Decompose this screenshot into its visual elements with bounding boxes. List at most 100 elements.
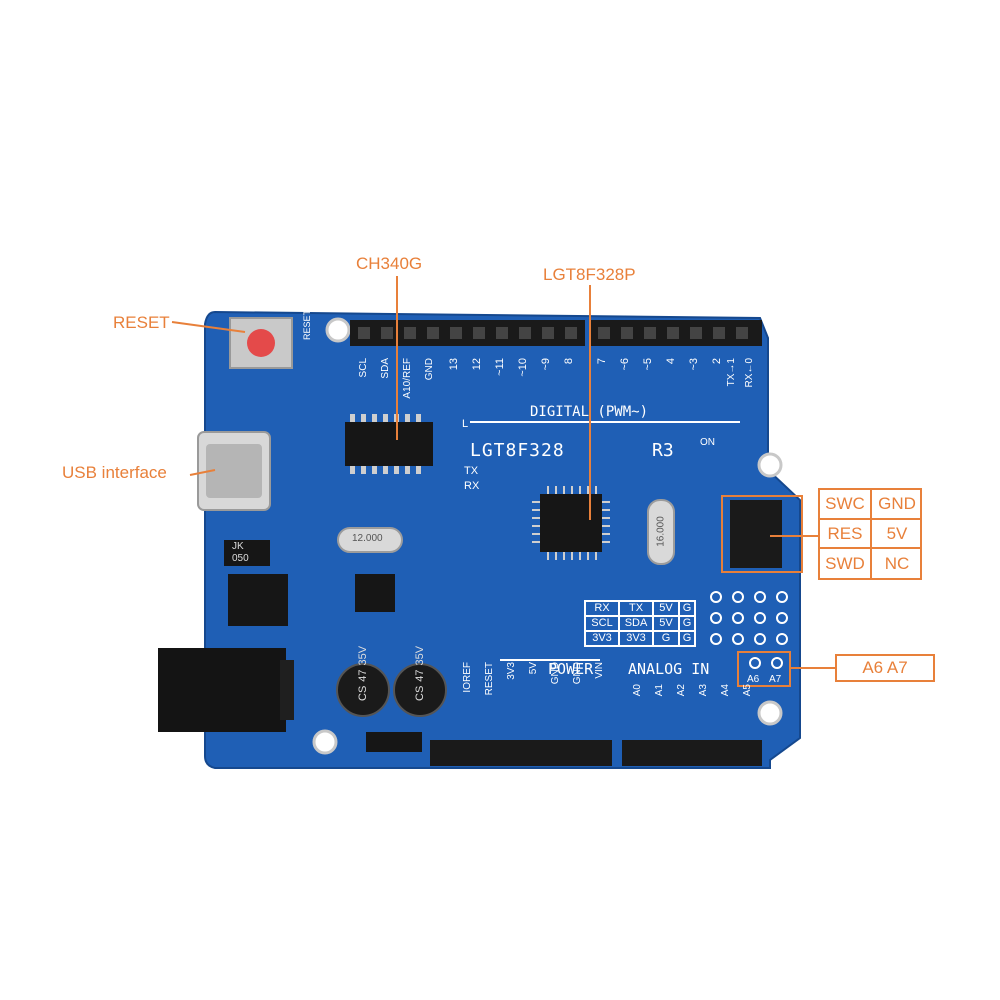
regulator-label-1: JK	[232, 541, 244, 552]
lgt8f328p-chip	[540, 494, 602, 552]
ch340g-callout: CH340G	[356, 254, 423, 273]
pin-label: A10/REF	[402, 358, 413, 399]
table-cell: 3V3	[619, 631, 653, 646]
pin-label: 4	[665, 358, 677, 365]
diode	[366, 732, 422, 752]
table-cell: TX	[619, 601, 653, 616]
pin-label: A3	[698, 684, 709, 697]
pin-label: 7	[596, 358, 608, 365]
analog-pin-labels: A0 A1 A2 A3 A4 A5	[632, 684, 762, 714]
pin-label: ~11	[494, 358, 506, 376]
analog-header	[622, 740, 762, 766]
cap1-line3: 35V	[357, 645, 369, 666]
pin-label: SCL	[358, 358, 369, 378]
pin-label: A4	[720, 684, 731, 697]
table-cell: 5V	[653, 601, 679, 616]
swd-cell: NC	[884, 553, 910, 573]
on-label: ON	[700, 437, 715, 448]
swd-pin-frame	[721, 495, 803, 573]
cap2-line2: 47	[414, 669, 426, 682]
mount-hole	[757, 700, 783, 726]
pin-label: 12	[471, 358, 483, 371]
pin-label: A5	[742, 684, 753, 697]
pin-label: A1	[654, 684, 665, 697]
reset-button-cap	[247, 329, 275, 357]
cap1-label: CS 47 35V	[357, 646, 369, 701]
table-cell: RX	[585, 601, 619, 616]
swd-cell: GND	[872, 490, 922, 520]
table-cell: 3V3	[585, 631, 619, 646]
board-revision-label: R3	[652, 440, 674, 461]
power-label: POWER	[548, 660, 594, 678]
cap2-line3: 35V	[414, 645, 426, 666]
cap1-line2: 47	[357, 669, 369, 682]
table-cell: G	[679, 631, 695, 646]
regulator	[224, 540, 270, 566]
table-cell: G	[653, 631, 679, 646]
swd-header	[730, 500, 782, 568]
pin-label: GND	[572, 662, 583, 685]
pin-label: ~10	[517, 358, 529, 377]
table-cell: G	[679, 601, 695, 616]
a6a7-pin-frame	[737, 651, 791, 687]
capacitor-2	[393, 663, 447, 717]
reset-side-label: RESET	[302, 309, 312, 340]
dc-jack	[158, 648, 286, 732]
pin-label: A0	[632, 684, 643, 697]
pin-label: GND	[550, 662, 561, 685]
pin-label: ~3	[688, 358, 700, 371]
swd-pin-table: SWC GND RES 5V SWD NC	[818, 488, 922, 580]
pin-label: RX←0	[744, 358, 755, 388]
ch340g-chip	[345, 422, 433, 466]
mount-hole	[325, 317, 351, 343]
pin-label: ~9	[540, 358, 552, 371]
analog-label: ANALOG IN	[628, 660, 710, 678]
mosfet-chip	[355, 574, 395, 612]
lgt8f328p-callout: LGT8F328P	[543, 265, 636, 284]
table-cell: G	[679, 616, 695, 631]
pin-grid	[710, 591, 788, 669]
pin-label: SDA	[380, 358, 391, 379]
pin-label: ~5	[642, 358, 654, 371]
a6a7-callout: A6 A7	[835, 654, 935, 682]
pin-label: TX→1	[726, 358, 737, 387]
pin-label: IOREF	[462, 662, 473, 693]
swd-cell: RES	[820, 520, 872, 549]
pin-label: VIN	[594, 662, 605, 679]
led-tx-label: TX	[464, 465, 479, 477]
swd-cell: SWC	[820, 490, 872, 520]
cap2-line1: CS	[414, 685, 426, 701]
crystal-16-label: 16.000	[655, 516, 667, 547]
callout-leaders	[171, 276, 835, 669]
pin-label: 13	[448, 358, 460, 371]
digital-pin-labels: SCL SDA A10/REF GND 13 12 ~11 ~10 ~9 8 7…	[358, 358, 758, 408]
board-model-label: LGT8F328	[470, 440, 565, 461]
regulator-label-2: 050	[232, 553, 249, 564]
led-l-label: L	[462, 418, 469, 430]
pin-label: 2	[711, 358, 723, 365]
power-pin-labels: IOREF RESET 3V3 5V GND GND VIN	[462, 662, 622, 712]
table-cell: 5V	[653, 616, 679, 631]
digital-label: DIGITAL (PWM~)	[530, 404, 649, 420]
a6-board-label: A6	[747, 674, 760, 685]
usb-interface-callout: USB interface	[62, 463, 167, 482]
pin-label: RESET	[484, 662, 495, 696]
pin-label: 3V3	[506, 662, 517, 680]
table-cell: SCL	[585, 616, 619, 631]
power-header	[430, 740, 612, 766]
voltage-regulator	[228, 574, 288, 626]
led-rx-label: RX	[464, 480, 480, 492]
swd-cell: SWD	[820, 549, 872, 578]
mount-hole	[757, 452, 783, 478]
pin-label: A2	[676, 684, 687, 697]
pin-label: 5V	[528, 662, 539, 675]
a6a7-callout-text: A6 A7	[862, 658, 908, 677]
capacitor-1	[336, 663, 390, 717]
crystal-12-label: 12.000	[352, 533, 383, 544]
swd-cell: 5V	[872, 520, 922, 549]
table-cell: SDA	[619, 616, 653, 631]
pin-label: ~6	[619, 358, 631, 371]
board-pin-table: RX TX 5V G SCL SDA 5V G 3V3 3V3 G G	[584, 600, 696, 647]
